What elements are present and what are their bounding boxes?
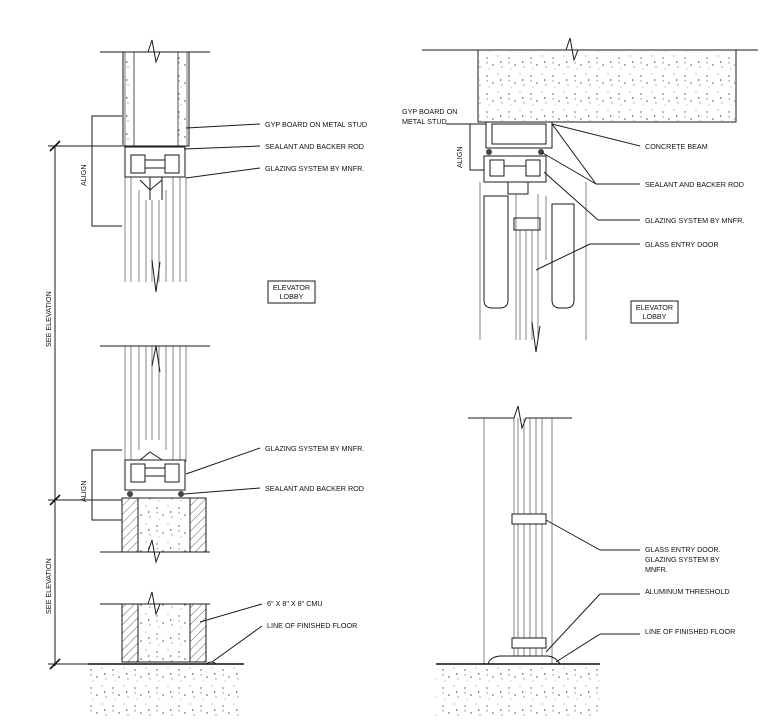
label-aluminum-threshold: ALUMINUM THRESHOLD	[645, 587, 730, 596]
detail-cmu-floor	[88, 591, 263, 716]
label-sealant-3: SEALANT AND BACKER ROD	[645, 180, 744, 189]
align-label-3: ALIGN	[455, 146, 464, 168]
detail-door-head-beam	[422, 37, 758, 353]
label-gyp-board-2-line1: GYP BOARD ON	[402, 107, 457, 116]
label-gyp-board-1: GYP BOARD ON METAL STUD	[265, 120, 367, 129]
label-door-glazing-line2: GLAZING SYSTEM BY	[645, 555, 720, 564]
see-elevation-label-1: SEE ELEVATION	[44, 291, 53, 347]
label-glazing-3: GLAZING SYSTEM BY MNFR.	[645, 216, 744, 225]
label-finished-floor-1: LINE OF FINISHED FLOOR	[267, 621, 357, 630]
label-cmu: 6" X 8" X 8" CMU	[267, 599, 323, 608]
label-concrete-beam: CONCRETE BEAM	[645, 142, 708, 151]
detail-door-threshold	[436, 405, 640, 716]
elevator-lobby-tag-2	[630, 300, 679, 324]
elevator-lobby-tag-1	[267, 280, 316, 304]
label-sealant-1: SEALANT AND BACKER ROD	[265, 142, 364, 151]
elevator-lobby-2-line1: ELEVATOR	[636, 303, 673, 312]
label-door-glazing-line3: MNFR.	[645, 565, 668, 574]
elevator-lobby-2-line2: LOBBY	[643, 312, 667, 321]
label-sealant-2: SEALANT AND BACKER ROD	[265, 484, 364, 493]
see-elevation-dimension	[48, 140, 122, 670]
elevator-lobby-1-line2: LOBBY	[280, 292, 304, 301]
detail-head-gyp-wall	[91, 39, 261, 293]
align-label-2: ALIGN	[79, 480, 88, 502]
align-label-1: ALIGN	[79, 164, 88, 186]
label-glazing-1: GLAZING SYSTEM BY MNFR.	[265, 164, 364, 173]
label-glazing-2: GLAZING SYSTEM BY MNFR.	[265, 444, 364, 453]
label-gyp-board-2-line2: METAL STUD	[402, 117, 447, 126]
label-glass-entry-door: GLASS ENTRY DOOR	[645, 240, 719, 249]
elevator-lobby-1-line1: ELEVATOR	[273, 283, 310, 292]
detail-sill-cmu	[91, 345, 261, 564]
label-finished-floor-2: LINE OF FINISHED FLOOR	[645, 627, 735, 636]
label-door-glazing-line1: GLASS ENTRY DOOR.	[645, 545, 721, 554]
see-elevation-label-2: SEE ELEVATION	[44, 558, 53, 614]
